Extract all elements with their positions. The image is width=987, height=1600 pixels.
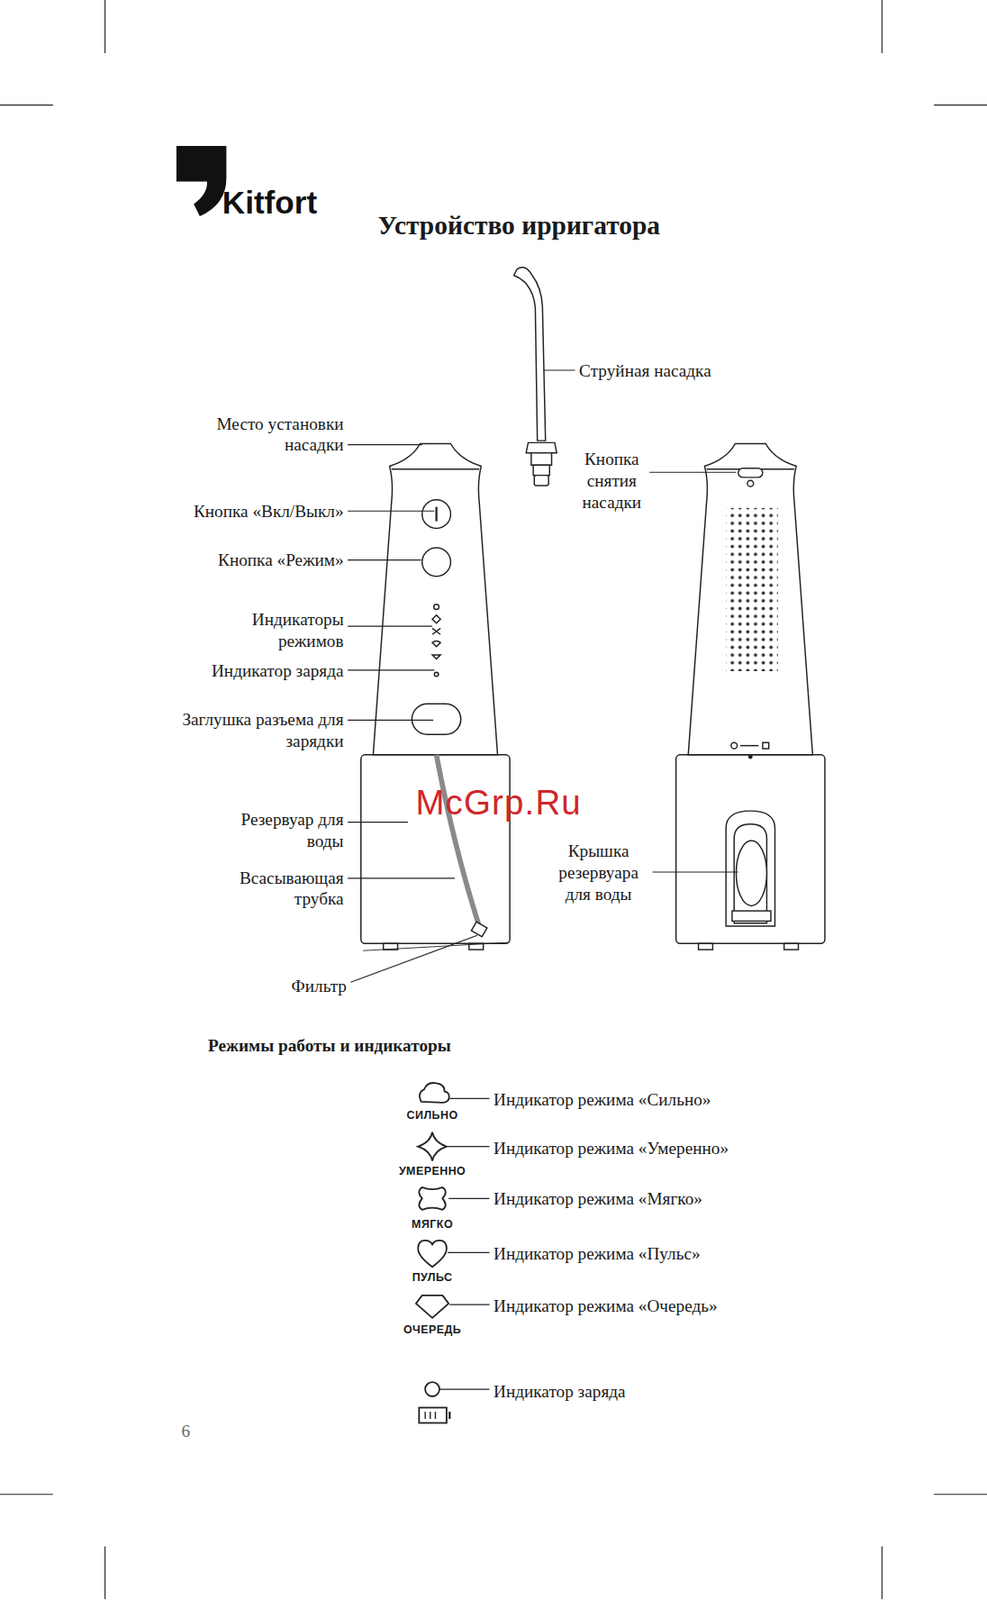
part-label: Заглушка разъема для зарядки [172,708,344,752]
page-number: 6 [181,1420,191,1442]
leader-lines [347,370,739,982]
icon-caption: СИЛЬНО [407,1107,459,1122]
part-label: Фильтр [291,974,347,997]
part-label: Струйная насадка [579,359,712,381]
section-heading: Режимы работы и индикаторы [208,1034,452,1057]
back-device [676,443,825,951]
brand-logo: Kitfort [222,185,317,220]
indicator-label: Индикатор режима «Пульс» [493,1242,701,1265]
indicator-label: Индикатор режима «Очередь» [493,1294,718,1316]
indicator-label: Индикатор заряда [493,1379,626,1402]
part-label: Индикаторы режимов [221,608,345,652]
part-label: Резервуар для воды [208,808,344,852]
watermark: McGrp.Ru [415,781,581,821]
part-label: Крышка резервуара для воды [545,839,652,904]
icon-caption: МЯГКО [411,1216,453,1231]
part-label: Место установки насадки [190,413,345,457]
front-device [361,443,510,951]
indicator-label: Индикатор режима «Умеренно» [493,1136,729,1159]
part-label: Кнопка «Режим» [217,549,345,571]
part-label: Всасывающая трубка [208,866,344,910]
icon-caption: ПУЛЬС [412,1269,453,1284]
part-label: Кнопка снятия насадки [571,448,652,513]
indicator-label: Индикатор режима «Мягко» [493,1186,703,1209]
part-label: Индикатор заряда [211,659,345,681]
icon-caption: ОЧЕРЕДЬ [403,1322,462,1336]
page-title: Устройство ирригатора [378,210,662,242]
nozzle [514,267,558,486]
part-label: Кнопка «Вкл/Выкл» [193,499,345,522]
indicator-label: Индикатор режима «Сильно» [493,1088,711,1111]
mode-icons [416,1082,490,1422]
icon-caption: УМЕРЕННО [398,1163,466,1178]
logo-mark [176,145,227,217]
